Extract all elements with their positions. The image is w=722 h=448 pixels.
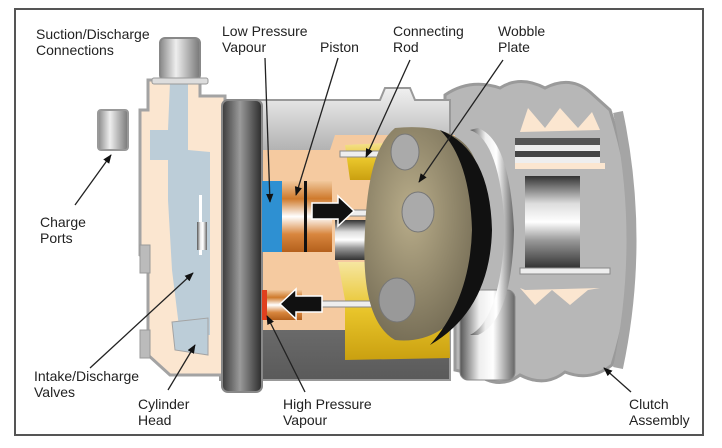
label-line: Valves bbox=[34, 384, 75, 400]
clutch-hub bbox=[525, 176, 580, 268]
leader-clutch-assembly bbox=[603, 367, 632, 393]
label-charge-ports: Charge Ports bbox=[40, 214, 86, 246]
label-line: Plate bbox=[498, 39, 530, 55]
cylinder-head bbox=[97, 37, 227, 377]
label-line: Clutch bbox=[629, 396, 669, 412]
flow-arrow-compression bbox=[278, 287, 323, 321]
leader-lines bbox=[74, 57, 632, 393]
label-line: Piston bbox=[320, 39, 359, 55]
wobble-plate bbox=[364, 127, 514, 345]
label-line: Charge bbox=[40, 214, 86, 230]
label-line: Suction/Discharge bbox=[36, 26, 150, 42]
label-line: Vapour bbox=[222, 39, 267, 55]
label-cylinder-head: Cylinder Head bbox=[138, 396, 189, 428]
label-high-pressure-vapour: High Pressure Vapour bbox=[283, 396, 372, 428]
label-line: Head bbox=[138, 412, 172, 428]
label-piston: Piston bbox=[320, 39, 359, 55]
label-suction-discharge: Suction/Discharge Connections bbox=[36, 26, 150, 58]
leader-high-pressure bbox=[266, 315, 306, 393]
leader-intake-discharge bbox=[89, 272, 194, 369]
leader-connecting-rod bbox=[365, 59, 411, 158]
clutch-coil bbox=[515, 138, 605, 169]
charge-port-fitting bbox=[97, 109, 129, 151]
label-line: Vapour bbox=[283, 412, 328, 428]
label-low-pressure-vapour: Low Pressure Vapour bbox=[222, 23, 308, 55]
leader-piston bbox=[294, 57, 339, 196]
label-line: Ports bbox=[40, 230, 73, 246]
label-connecting-rod: Connecting Rod bbox=[393, 23, 464, 55]
label-line: Intake/Discharge bbox=[34, 368, 140, 384]
front-bearing bbox=[459, 289, 516, 381]
label-line: Connections bbox=[36, 42, 114, 58]
label-line: Rod bbox=[393, 39, 419, 55]
leader-wobble-plate bbox=[418, 59, 504, 183]
label-wobble-plate: Wobble Plate bbox=[498, 23, 545, 55]
label-clutch-assembly: Clutch Assembly bbox=[629, 396, 690, 428]
leader-low-pressure bbox=[264, 57, 274, 203]
label-line: Cylinder bbox=[138, 396, 190, 412]
label-line: Wobble bbox=[498, 23, 546, 39]
high-pressure-vapour-chamber bbox=[262, 290, 267, 320]
label-intake-discharge-valves: Intake/Discharge Valves bbox=[34, 368, 139, 400]
low-pressure-vapour-chamber bbox=[262, 181, 282, 252]
label-line: Assembly bbox=[629, 412, 690, 428]
flow-arrow-intake bbox=[311, 194, 356, 228]
label-line: Low Pressure bbox=[222, 23, 308, 39]
label-line: Connecting bbox=[393, 23, 464, 39]
label-line: High Pressure bbox=[283, 396, 372, 412]
leader-charge-ports bbox=[74, 154, 112, 206]
reed-valve bbox=[197, 222, 207, 250]
pulley-disc bbox=[221, 99, 263, 393]
service-cap bbox=[159, 37, 201, 81]
leader-cylinder-head bbox=[167, 344, 196, 391]
